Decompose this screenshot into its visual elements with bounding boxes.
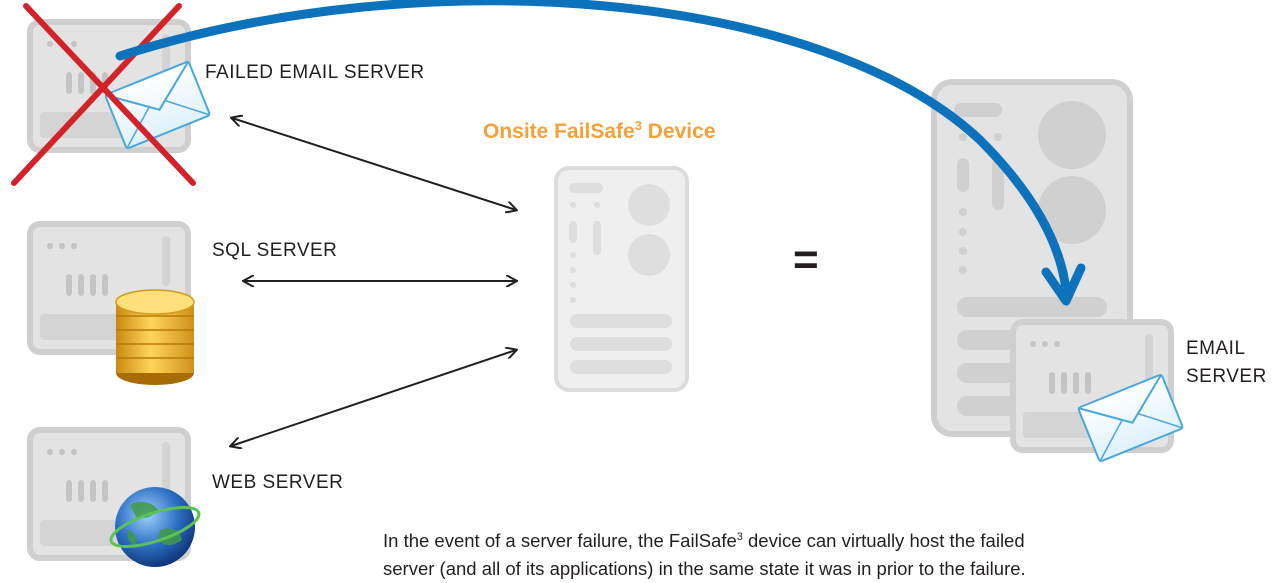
arrow-web-to-device bbox=[231, 350, 516, 446]
database-coins-icon bbox=[115, 289, 195, 385]
sql-server-label: SQL SERVER bbox=[212, 240, 338, 261]
device-title-prefix: Onsite FailSafe bbox=[483, 120, 635, 143]
failure-x-icon bbox=[11, 3, 196, 186]
device-title-suffix: Device bbox=[641, 120, 716, 143]
arrow-failed-email-to-device bbox=[232, 118, 516, 210]
caption-line1: In the event of a server failure, the Fa… bbox=[383, 523, 1283, 555]
email-server-label-line1: EMAIL bbox=[1186, 338, 1246, 359]
device-title-superscript: 3 bbox=[634, 118, 642, 133]
failed-email-server bbox=[11, 3, 211, 186]
email-envelope-icon bbox=[104, 60, 211, 150]
caption-line1-suffix: device can virtually host the failed bbox=[742, 530, 1025, 552]
migration-arrow bbox=[115, 0, 1086, 306]
sql-server bbox=[27, 221, 195, 385]
email-server bbox=[1010, 319, 1184, 463]
failsafe-device bbox=[554, 166, 689, 392]
caption: In the event of a server failure, the Fa… bbox=[383, 523, 1283, 583]
caption-superscript: 3 bbox=[736, 531, 743, 543]
failsafe-device-title: Onsite FailSafe3 Device bbox=[483, 118, 716, 144]
globe-icon bbox=[109, 487, 201, 567]
equals-sign: = bbox=[793, 235, 819, 284]
failed-email-server-label: FAILED EMAIL SERVER bbox=[205, 62, 425, 83]
caption-line1-prefix: In the event of a server failure, the Fa… bbox=[383, 530, 737, 552]
web-server-label: WEB SERVER bbox=[212, 472, 344, 493]
email-server-label-line2: SERVER bbox=[1186, 366, 1267, 387]
web-server bbox=[27, 427, 201, 567]
caption-line2: server (and all of its applications) in … bbox=[383, 558, 1026, 580]
email-envelope-icon bbox=[1077, 373, 1184, 463]
